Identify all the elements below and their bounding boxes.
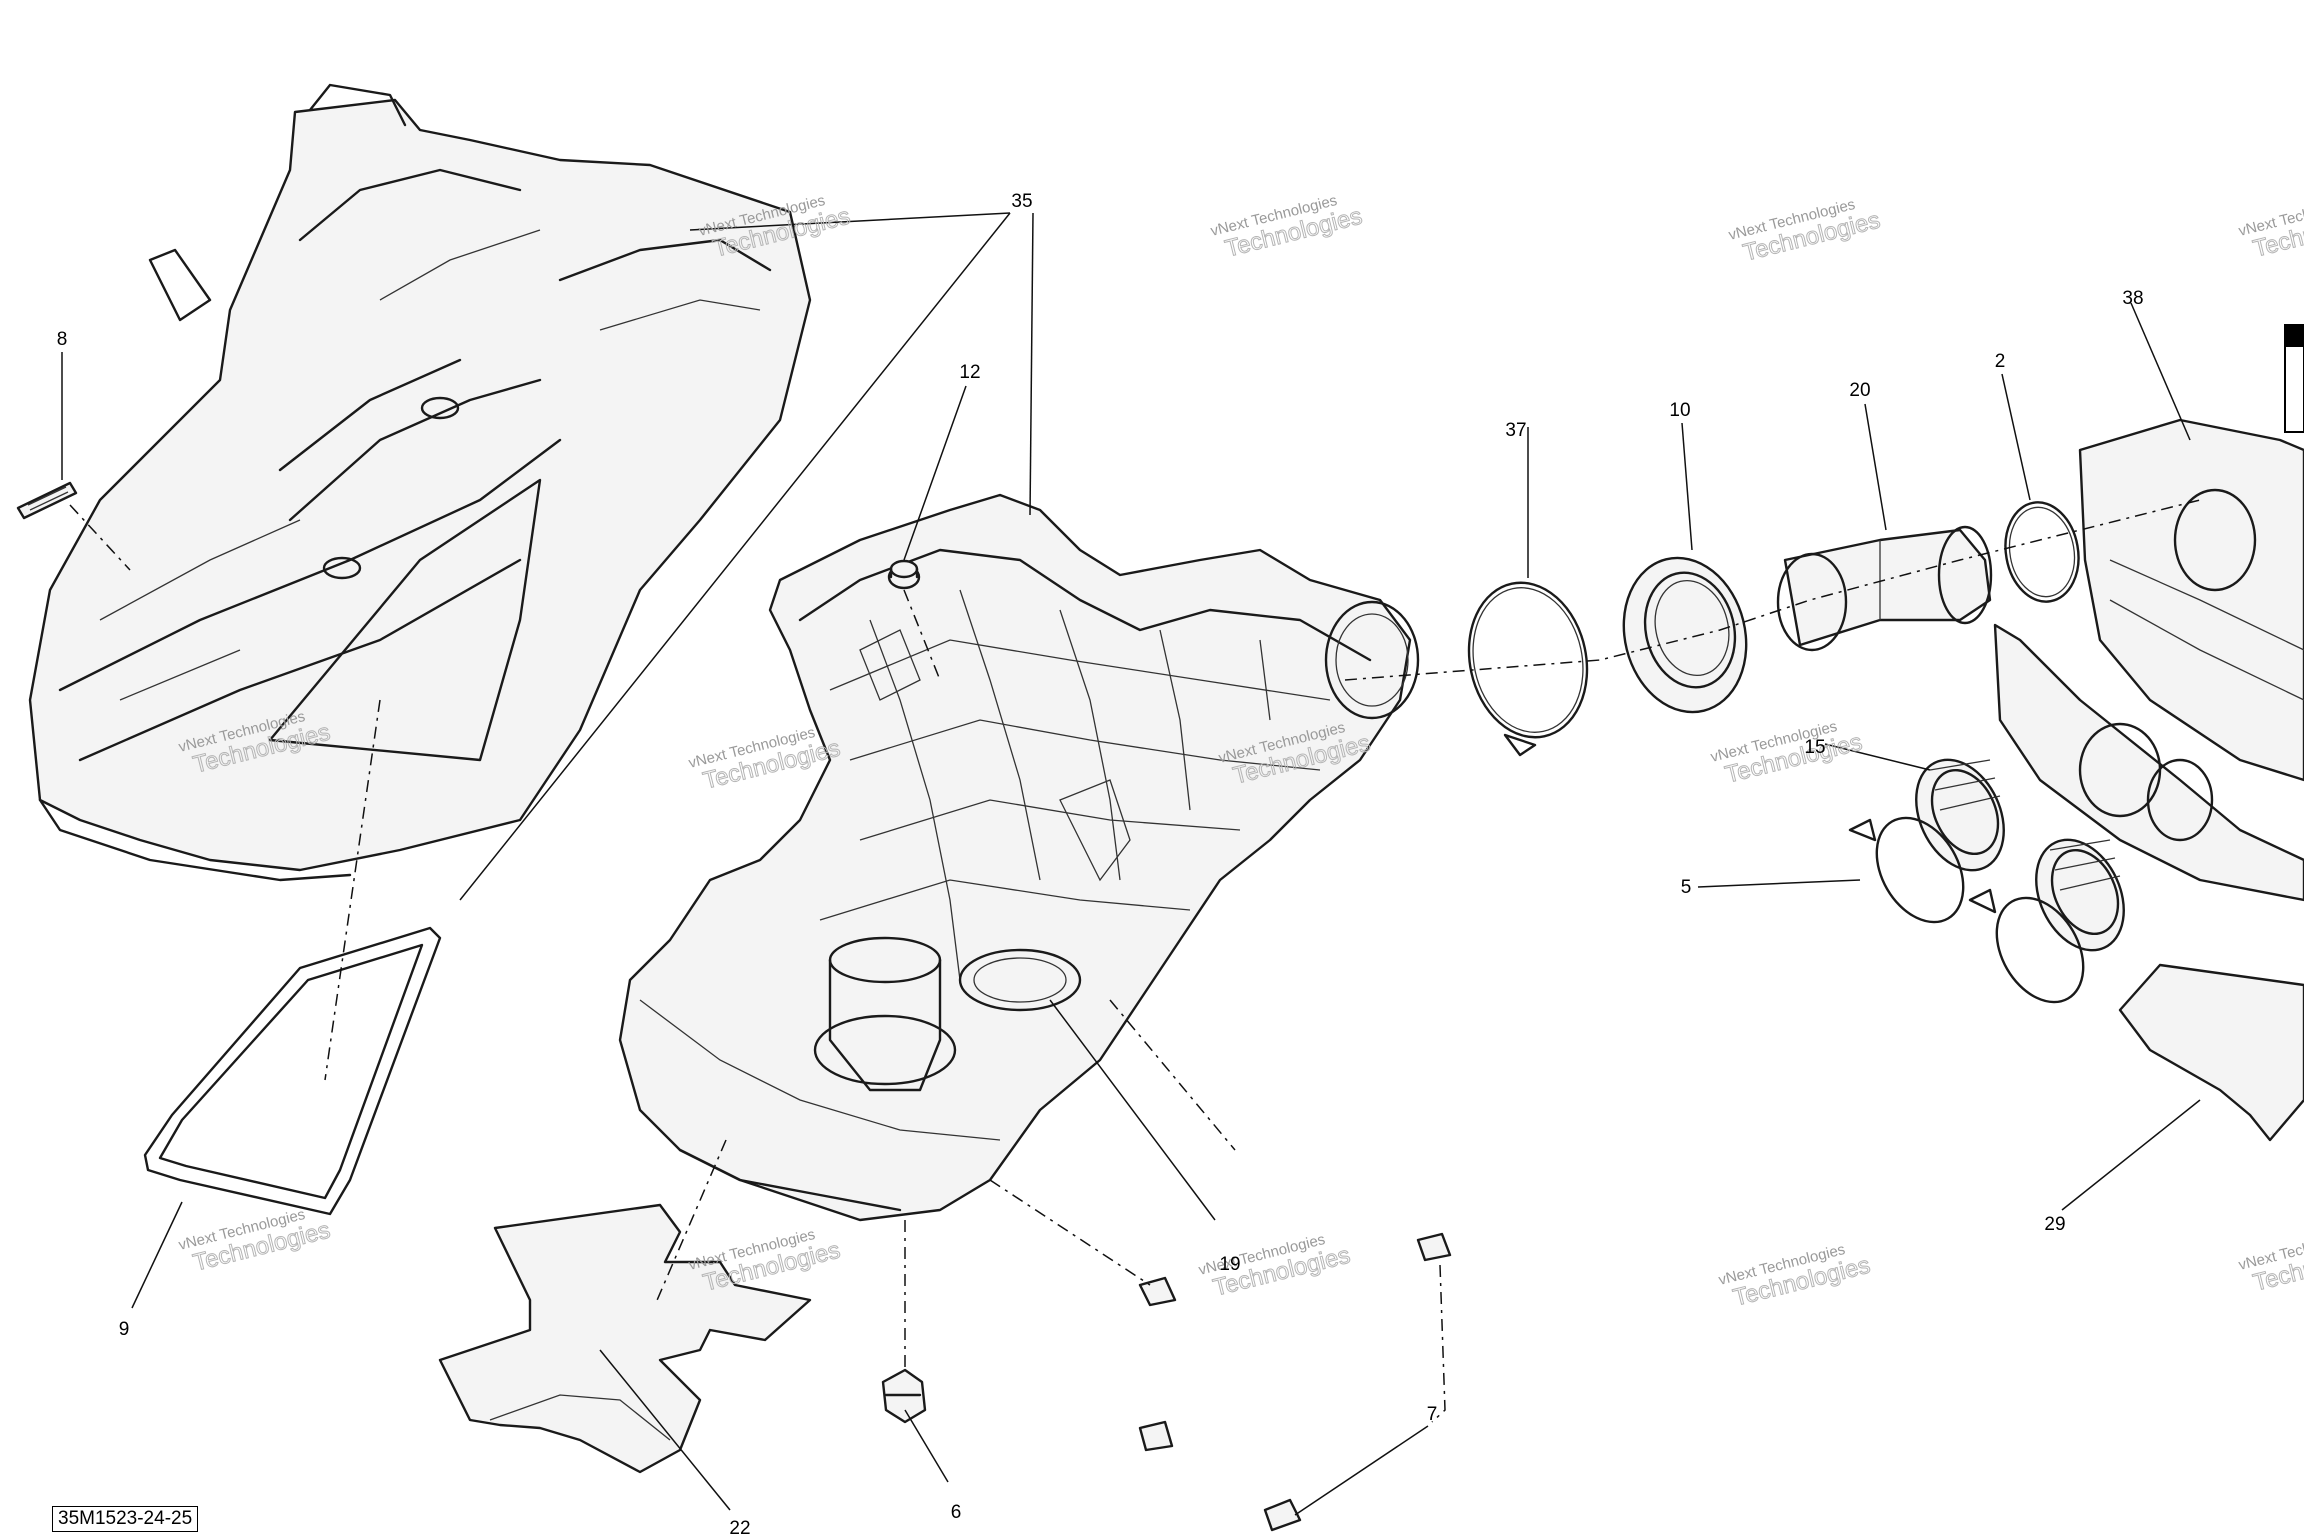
callout-10: 10 bbox=[1669, 400, 1690, 421]
retainer-clip-4 bbox=[1263, 1498, 1302, 1532]
callout-35: 35 bbox=[1011, 191, 1032, 212]
clamp-upper bbox=[1848, 816, 1965, 924]
callout-38: 38 bbox=[2122, 288, 2143, 309]
watermark-8: vNext Technologies Technologies bbox=[177, 1206, 334, 1277]
o-ring bbox=[2004, 501, 2080, 603]
clamp-ring bbox=[1467, 581, 1589, 757]
coupler-upper bbox=[1915, 758, 2005, 872]
warning-placard bbox=[2284, 324, 2304, 433]
callout-29: 29 bbox=[2044, 1214, 2065, 1235]
clip-part bbox=[881, 1368, 927, 1424]
intake-bell bbox=[1776, 525, 1993, 652]
watermark-13: vNext Technologies Technologies bbox=[2237, 1226, 2304, 1297]
watermark-9: vNext Technologies Technologies bbox=[687, 1226, 844, 1297]
callout-15: 15 bbox=[1804, 737, 1825, 758]
retainer-clip-2 bbox=[1138, 1420, 1174, 1452]
watermark-4: vNext Technologies Technologies bbox=[1709, 718, 1866, 789]
triangular-gasket bbox=[143, 926, 442, 1216]
callout-12: 12 bbox=[959, 362, 980, 383]
callout-19: 19 bbox=[1219, 1254, 1240, 1275]
shield-plate bbox=[2118, 963, 2304, 1142]
retainer-clip-1 bbox=[1138, 1276, 1177, 1307]
callout-8: 8 bbox=[57, 329, 68, 350]
watermark-11: vNext Technologies Technologies bbox=[1717, 1241, 1874, 1312]
callout-6: 6 bbox=[951, 1502, 962, 1523]
label-decal-part bbox=[16, 481, 78, 520]
watermark-6: vNext Technologies Technologies bbox=[1209, 192, 1366, 263]
grommet-part bbox=[887, 559, 921, 590]
diagram-reference-code: 35M1523-24-25 bbox=[52, 1506, 199, 1532]
watermark-12: vNext Technologies Technologies bbox=[2237, 192, 2304, 263]
airbox-right-section bbox=[1993, 418, 2304, 902]
callout-7: 7 bbox=[1427, 1404, 1438, 1425]
clamp-lower bbox=[1968, 888, 2085, 1004]
callout-9: 9 bbox=[119, 1319, 130, 1340]
callout-5: 5 bbox=[1681, 877, 1692, 898]
leader-lines bbox=[61, 212, 2201, 1516]
callout-37: 37 bbox=[1505, 420, 1526, 441]
callout-2: 2 bbox=[1995, 351, 2006, 372]
coupler-lower bbox=[2035, 838, 2125, 952]
watermark-7: vNext Technologies Technologies bbox=[1727, 196, 1884, 267]
callout-22: 22 bbox=[729, 1518, 750, 1536]
adapter-ring bbox=[1622, 556, 1748, 714]
heat-shield bbox=[438, 1203, 812, 1474]
callout-20: 20 bbox=[1849, 380, 1870, 401]
airbox-upper-cover bbox=[28, 83, 812, 882]
retainer-clip-3 bbox=[1416, 1232, 1452, 1262]
airbox-lower-housing bbox=[618, 493, 1420, 1222]
